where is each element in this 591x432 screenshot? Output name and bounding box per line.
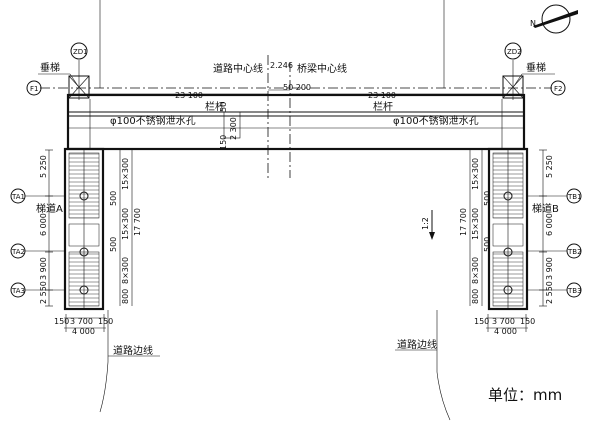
slope-arrow-icon <box>429 210 435 240</box>
right-dim-1: 5 250 <box>545 155 554 178</box>
bridge-deck <box>66 93 526 151</box>
stair-b-label: 梯道B <box>532 202 559 215</box>
vert-ladder-label-left: 垂梯 <box>40 61 60 74</box>
left-dim-2: 6 000 <box>39 213 48 236</box>
railing-label-left: 栏杆 <box>205 100 225 113</box>
bottom-right-total: 4 000 <box>494 327 517 336</box>
road-center-label: 道路中心线 <box>213 62 263 75</box>
left-sub-5: 8×300 <box>121 257 130 284</box>
road-edge-label-left: 道路边线 <box>113 344 153 357</box>
left-sub-4: 500 <box>109 237 118 252</box>
right-total: 17 700 <box>459 208 468 236</box>
bottom-right-b: 3 700 <box>492 317 515 326</box>
bubble-ta2: TA2 <box>11 248 25 256</box>
stair-b <box>487 147 529 311</box>
left-total: 17 700 <box>133 208 142 236</box>
bottom-left-total: 4 000 <box>72 327 95 336</box>
right-sub-5: 8×300 <box>471 257 480 284</box>
bubble-ta3: TA3 <box>11 287 25 295</box>
right-sub-6: 800 <box>471 289 480 304</box>
drain-label-right: φ100不锈钢泄水孔 <box>393 114 479 127</box>
center-dim-a: 2 300 <box>229 117 238 140</box>
bubble-ta1: TA1 <box>11 193 25 201</box>
top-dimensions <box>70 89 522 95</box>
bubble-tb2: TB2 <box>567 248 582 256</box>
right-sub-3: 500 <box>483 191 492 206</box>
left-dim-4: 2 550 <box>39 281 48 304</box>
drain-label-left: φ100不锈钢泄水孔 <box>110 114 196 127</box>
north-arrow-icon <box>533 4 578 34</box>
left-sub-6: 800 <box>121 289 130 304</box>
left-sub-3: 15×300 <box>121 208 130 240</box>
railing-label-right: 栏杆 <box>373 100 393 113</box>
center-dim-b: 150 <box>219 135 228 150</box>
left-sub-2: 500 <box>109 191 118 206</box>
bottom-left-a: 150 <box>54 317 69 326</box>
grid-bubbles <box>10 42 582 298</box>
right-dim-3: 3 900 <box>545 257 554 280</box>
left-dimension-chain <box>45 149 133 307</box>
vert-ladder-label-right: 垂梯 <box>526 61 546 74</box>
lift-leaders <box>38 73 555 87</box>
bottom-dimensions <box>64 314 528 332</box>
offset-value: 2.246 <box>270 61 293 70</box>
span-total: 50 200 <box>283 83 311 92</box>
right-dimension-chain <box>469 149 547 307</box>
center-lines <box>267 55 291 180</box>
road-edge-lines <box>99 0 451 421</box>
left-sub-1: 15×300 <box>121 158 130 190</box>
left-dim-3: 3 900 <box>39 257 48 280</box>
north-label: N <box>530 19 536 28</box>
half-span-left: 23 100 <box>175 91 203 100</box>
stair-a <box>63 147 105 311</box>
right-dim-2: 6 000 <box>545 213 554 236</box>
bridge-center-label: 桥梁中心线 <box>297 62 347 75</box>
right-dim-4: 2 550 <box>545 281 554 304</box>
bottom-right-a: 150 <box>474 317 489 326</box>
bubble-tb1: TB1 <box>567 193 582 201</box>
right-sub-1: 15×300 <box>471 158 480 190</box>
lift-boxes <box>68 60 524 100</box>
center-dim-c: 50 <box>219 102 228 112</box>
bottom-right-c: 150 <box>520 317 535 326</box>
stair-a-label: 梯道A <box>36 202 63 215</box>
bubble-tb3: TB3 <box>567 287 582 295</box>
bubble-f1: F1 <box>30 85 38 93</box>
right-sub-2: 15×300 <box>471 208 480 240</box>
slope-value: 1:2 <box>421 217 430 230</box>
bubble-zd2: ZD2 <box>507 48 522 56</box>
bubble-zd1: ZD1 <box>73 48 88 56</box>
unit-label: 单位：mm <box>488 386 562 404</box>
bottom-left-b: 3 700 <box>70 317 93 326</box>
road-edge-label-right: 道路边线 <box>397 338 437 351</box>
road-edge-leaders <box>108 349 437 357</box>
left-dim-1: 5 250 <box>39 155 48 178</box>
bubble-f2: F2 <box>554 85 562 93</box>
bottom-left-c: 150 <box>98 317 113 326</box>
right-sub-4: 500 <box>483 237 492 252</box>
half-span-right: 23 100 <box>368 91 396 100</box>
